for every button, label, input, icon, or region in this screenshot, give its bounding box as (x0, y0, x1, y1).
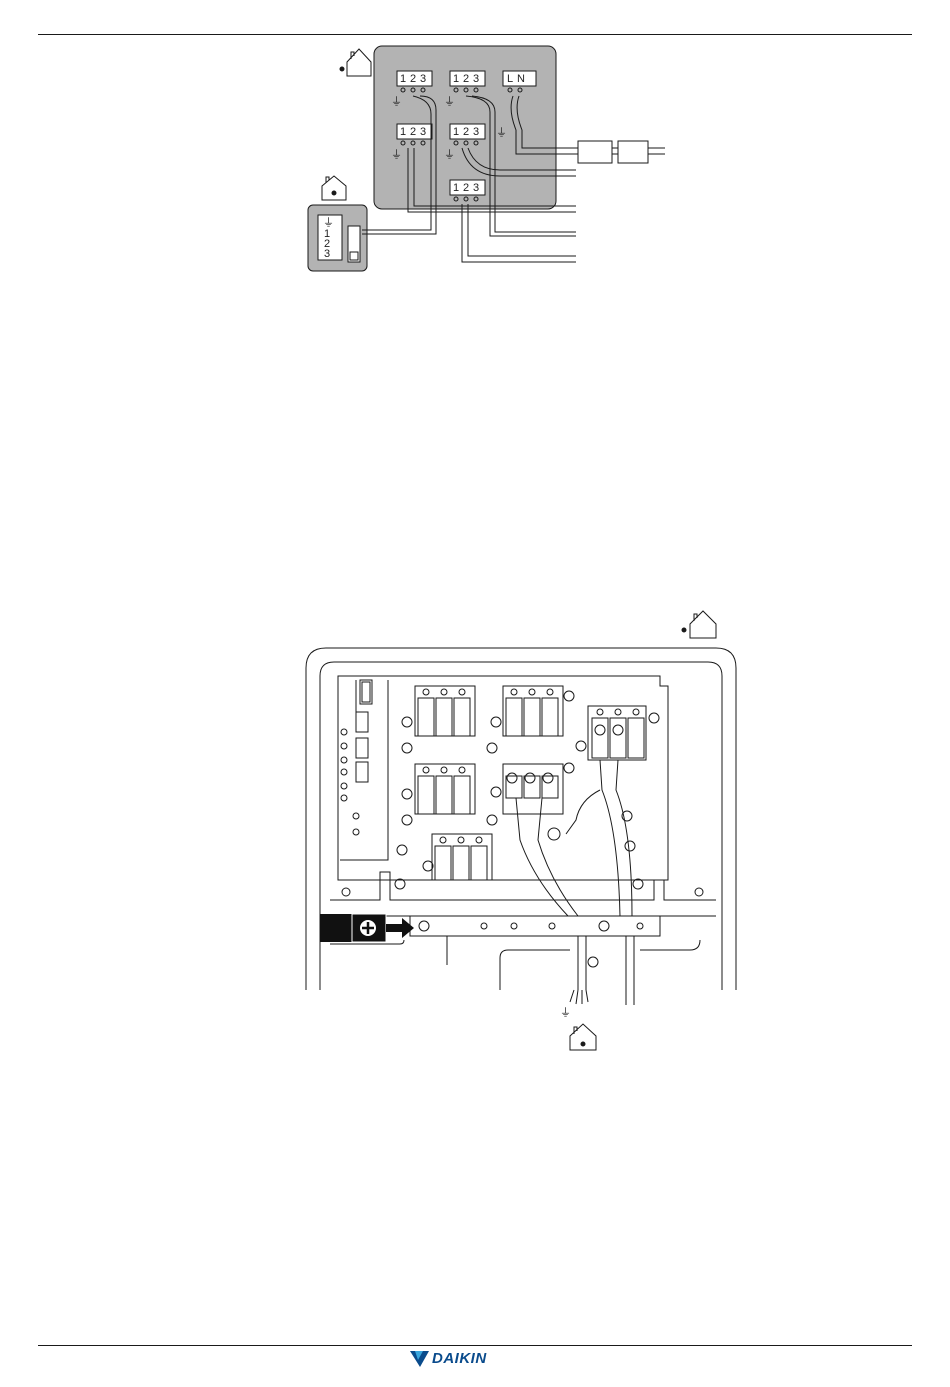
screw-arrow-callout (320, 914, 414, 942)
cables-bottom (516, 760, 634, 1005)
indoor-house-icon-bottom (570, 1024, 596, 1050)
cable-clamp (410, 916, 660, 936)
terminal-block-2 (503, 686, 563, 736)
outdoor-house-icon-bottom (682, 611, 716, 638)
terminal-block-4 (503, 764, 563, 814)
brand-name: DAIKIN (432, 1350, 487, 1368)
terminal-block-3 (415, 764, 475, 814)
terminal-block-5 (432, 834, 492, 880)
terminal-block-1 (415, 686, 475, 736)
terminal-block-power (588, 706, 646, 760)
ground-symbol: ⏚ (560, 1006, 571, 1019)
